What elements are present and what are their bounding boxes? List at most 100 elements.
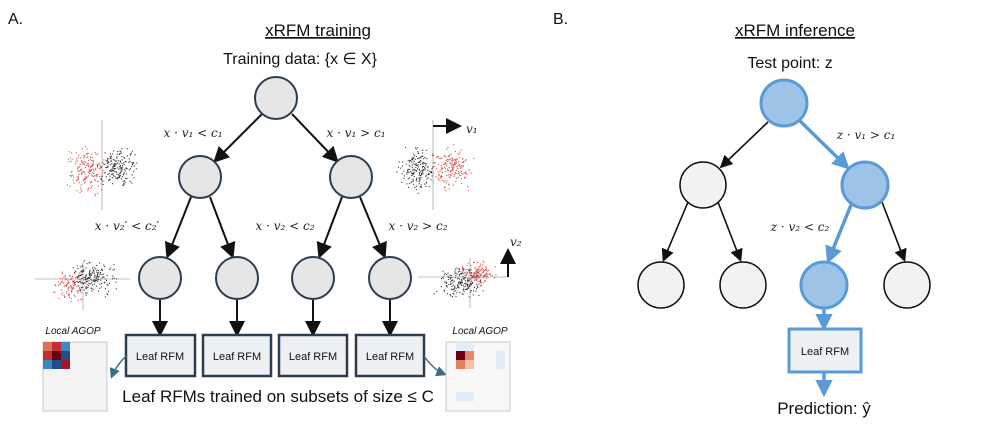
scatter-point [458, 282, 460, 284]
tree-b-edges [661, 121, 907, 262]
tree-node [215, 256, 259, 300]
scatter-point [402, 165, 404, 167]
scatter-point [131, 166, 133, 168]
scatter-point [469, 269, 471, 271]
scatter-point [73, 176, 75, 178]
scatter-point [102, 169, 104, 171]
scatter-point [81, 172, 83, 174]
scatter-point [90, 279, 92, 281]
scatter-point [453, 288, 455, 290]
scatter-point [465, 269, 467, 271]
scatter-point [440, 176, 442, 179]
scatter-point [411, 167, 413, 169]
scatter-point [420, 156, 422, 158]
scatter-point [101, 277, 103, 279]
scatter-point [483, 275, 485, 277]
scatter-point [432, 154, 434, 156]
scatter-point [96, 264, 98, 267]
scatter-point [113, 165, 115, 168]
scatter-point [417, 147, 419, 149]
scatter-point [119, 175, 121, 177]
scatter-point [119, 150, 121, 152]
split-label: x · v₂ < c₂ [255, 219, 314, 233]
scatter-point [477, 269, 479, 272]
scatter-point [439, 177, 441, 179]
scatter-point [461, 161, 463, 163]
scatter-point [104, 266, 106, 268]
scatter-point [465, 282, 467, 285]
scatter-point [105, 167, 107, 169]
scatter-point [475, 276, 477, 278]
scatter-point [473, 277, 475, 279]
scatter-point [74, 280, 76, 282]
scatter-point [77, 156, 80, 159]
scatter-point [87, 284, 89, 287]
scatter-point [460, 175, 462, 177]
scatter-point [471, 274, 473, 277]
scatter-point [103, 159, 105, 161]
scatter-point [54, 291, 56, 293]
split-label: x · v₁ < c₁ [163, 126, 222, 140]
scatter-point [70, 285, 72, 287]
scatter-point [75, 152, 77, 154]
scatter-point [96, 163, 98, 166]
scatter-point [476, 276, 478, 278]
scatter-point [110, 160, 112, 162]
scatter-point [81, 281, 83, 284]
scatter-point [71, 158, 73, 160]
leaf-rfm-box: Leaf RFM [201, 333, 273, 378]
scatter-point [481, 272, 484, 274]
scatter-point [466, 283, 469, 286]
scatter-point [434, 165, 436, 167]
scatter-point [460, 281, 463, 283]
scatter-point [412, 178, 414, 180]
scatter-point [473, 157, 475, 160]
agop-arrow-left [109, 355, 127, 379]
scatter-point [418, 173, 421, 175]
scatter-point [89, 182, 91, 184]
scatter-point [453, 144, 455, 146]
scatter-point [89, 173, 91, 175]
scatter-point [120, 171, 122, 173]
axis-v1-label: v₁ [466, 122, 478, 136]
scatter-point [455, 268, 457, 270]
scatter-point [448, 278, 450, 281]
scatter-point [123, 162, 125, 164]
scatter-point [458, 268, 460, 270]
scatter-point [408, 161, 410, 163]
scatter-point [462, 288, 465, 290]
scatter-point [448, 155, 450, 157]
scatter-point [451, 163, 453, 165]
scatter-point [437, 177, 439, 179]
scatter-point [91, 166, 93, 168]
scatter-point [66, 285, 68, 287]
scatter-point [84, 155, 86, 157]
scatter-point [466, 273, 468, 275]
scatter-point [131, 162, 133, 164]
scatter-point [443, 290, 446, 292]
scatter-point [78, 173, 80, 176]
scatter-point [101, 269, 103, 272]
scatter-point [442, 179, 444, 181]
scatter-point [459, 157, 461, 159]
scatter-point [420, 170, 422, 172]
scatter-point [83, 154, 85, 156]
scatter-point [443, 166, 445, 168]
scatter-point [77, 285, 79, 287]
scatter-point [453, 280, 455, 282]
scatter-point [418, 169, 420, 171]
scatter-point [124, 168, 126, 170]
scatter-point [414, 169, 416, 171]
scatter-point [480, 274, 482, 276]
scatter-point [90, 181, 93, 183]
scatter-point [452, 184, 454, 186]
scatter-point [464, 283, 466, 285]
scatter-point [449, 154, 451, 156]
scatter-point [458, 268, 460, 270]
scatter-point [99, 283, 101, 285]
scatter-point [78, 154, 80, 156]
leaf-rfm-box: Leaf RFM [354, 333, 426, 378]
scatter-point [89, 276, 91, 278]
scatter-point [74, 281, 76, 284]
scatter-point [118, 153, 120, 156]
